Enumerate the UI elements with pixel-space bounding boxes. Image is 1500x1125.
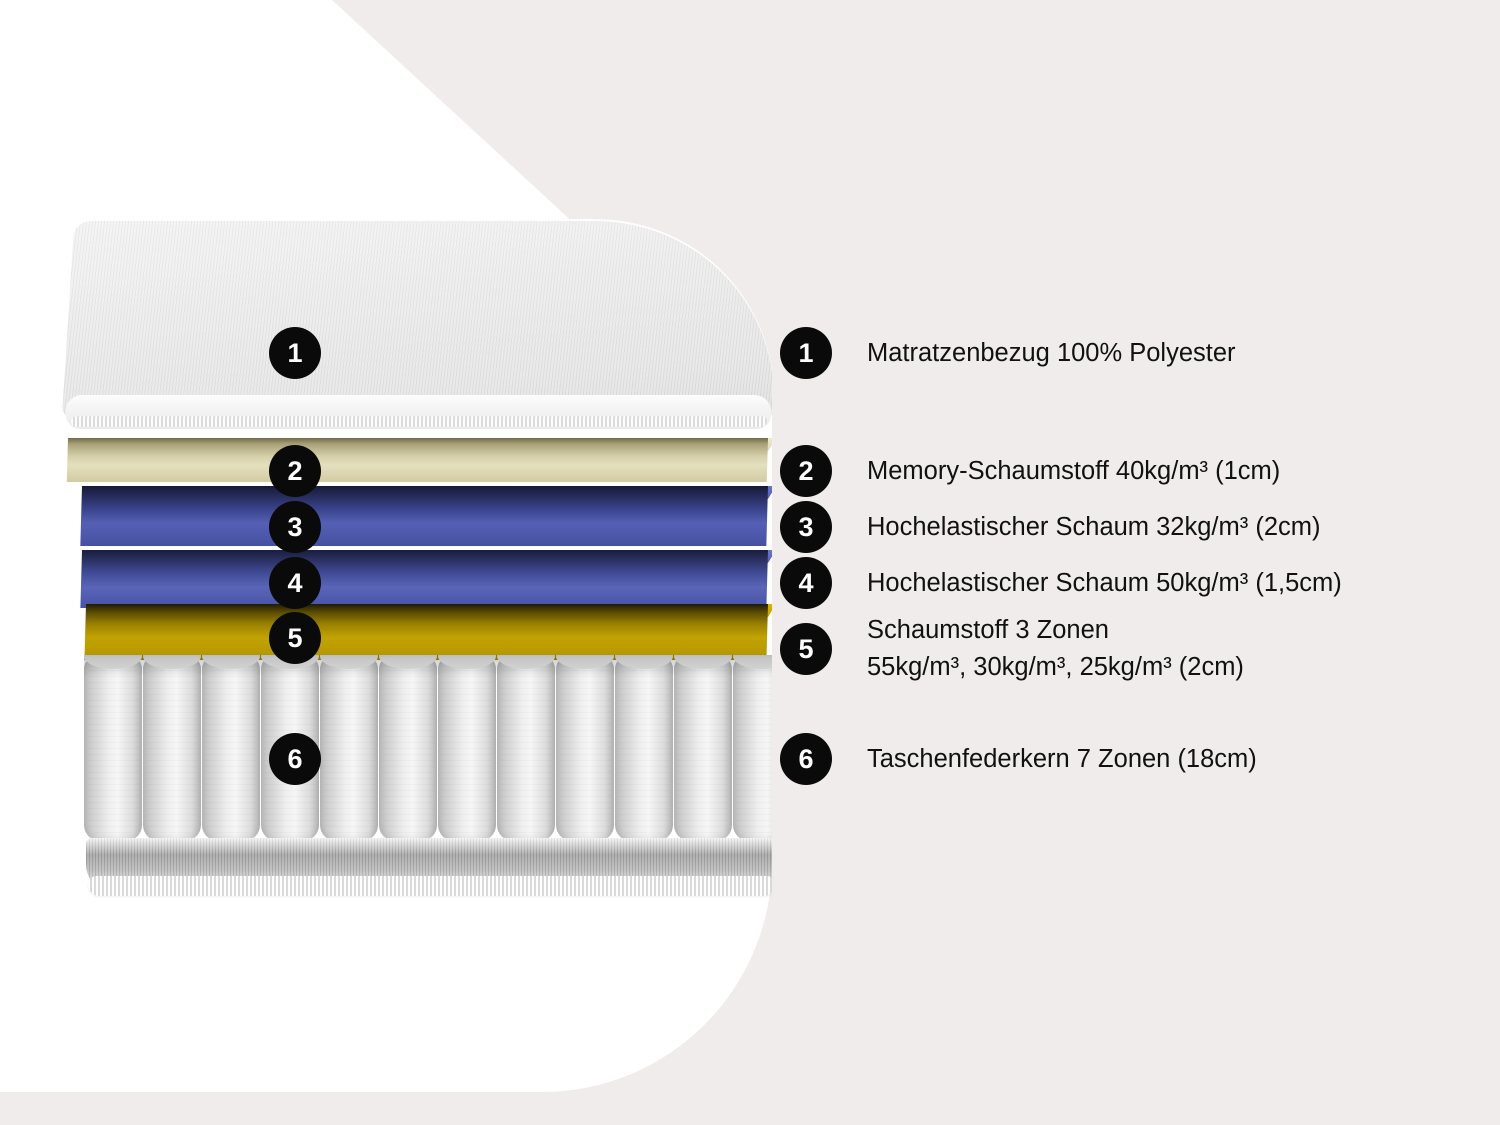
legend-item-2: 2 Memory-Schaumstoff 40kg/m³ (1cm) xyxy=(780,445,1280,497)
legend-label-1: Matratzenbezug 100% Polyester xyxy=(867,338,1236,367)
mattress-layer-cover xyxy=(62,219,772,431)
cover-front-edge xyxy=(64,395,772,429)
layer-front-face xyxy=(80,550,769,608)
pocket-spring xyxy=(615,655,673,841)
mattress-illustration: 1 2 3 4 5 6 xyxy=(0,0,772,1125)
legend-item-6: 6 Taschenfederkern 7 Zonen (18cm) xyxy=(780,733,1257,785)
legend-label-2: Memory-Schaumstoff 40kg/m³ (1cm) xyxy=(867,456,1281,485)
pocket-spring xyxy=(84,655,142,841)
pocket-spring xyxy=(438,655,496,841)
pocket-spring xyxy=(556,655,614,841)
mattress-layer-hr-foam-32 xyxy=(80,486,772,546)
image-badge-2: 2 xyxy=(269,445,321,497)
legend-list: 1 Matratzenbezug 100% Polyester 2 Memory… xyxy=(780,0,1500,1125)
legend-item-1: 1 Matratzenbezug 100% Polyester xyxy=(780,327,1236,379)
image-badge-1: 1 xyxy=(269,327,321,379)
legend-item-3: 3 Hochelastischer Schaum 32kg/m³ (2cm) xyxy=(780,501,1320,553)
legend-item-5: 5 Schaumstoff 3 Zonen 55kg/m³, 30kg/m³, … xyxy=(780,612,1244,686)
spring-core-top-shadow xyxy=(84,655,772,677)
legend-badge-2: 2 xyxy=(780,445,832,497)
image-badge-3: 3 xyxy=(269,501,321,553)
layer-front-face xyxy=(84,604,768,660)
legend-badge-5: 5 xyxy=(780,623,832,675)
mattress-layer-memory-foam xyxy=(66,438,772,482)
pocket-spring xyxy=(674,655,732,841)
pocket-spring xyxy=(202,655,260,841)
pocket-spring xyxy=(379,655,437,841)
mattress-base-piping xyxy=(88,876,772,896)
pocket-spring xyxy=(143,655,201,841)
legend-badge-1: 1 xyxy=(780,327,832,379)
legend-label-4: Hochelastischer Schaum 50kg/m³ (1,5cm) xyxy=(867,568,1342,597)
layer-front-face xyxy=(80,486,769,546)
mattress-layer-3-zone-foam xyxy=(84,604,772,660)
image-badge-6: 6 xyxy=(269,733,321,785)
legend-label-5: Schaumstoff 3 Zonen 55kg/m³, 30kg/m³, 25… xyxy=(867,616,1244,681)
layer-front-face xyxy=(66,438,768,482)
legend-item-4: 4 Hochelastischer Schaum 50kg/m³ (1,5cm) xyxy=(780,557,1342,609)
pocket-spring xyxy=(733,655,772,841)
mattress-layer-pocket-spring-core xyxy=(84,655,772,851)
image-badge-4: 4 xyxy=(269,557,321,609)
legend-badge-4: 4 xyxy=(780,557,832,609)
pocket-spring xyxy=(320,655,378,841)
legend-badge-3: 3 xyxy=(780,501,832,553)
cover-top-surface xyxy=(62,219,772,415)
legend-badge-6: 6 xyxy=(780,733,832,785)
mattress-layer-hr-foam-50 xyxy=(80,550,772,608)
pocket-spring xyxy=(497,655,555,841)
pocket-spring-row xyxy=(84,655,772,851)
legend-label-3: Hochelastischer Schaum 32kg/m³ (2cm) xyxy=(867,512,1321,541)
legend-label-6: Taschenfederkern 7 Zonen (18cm) xyxy=(867,744,1257,773)
image-badge-5: 5 xyxy=(269,612,321,664)
